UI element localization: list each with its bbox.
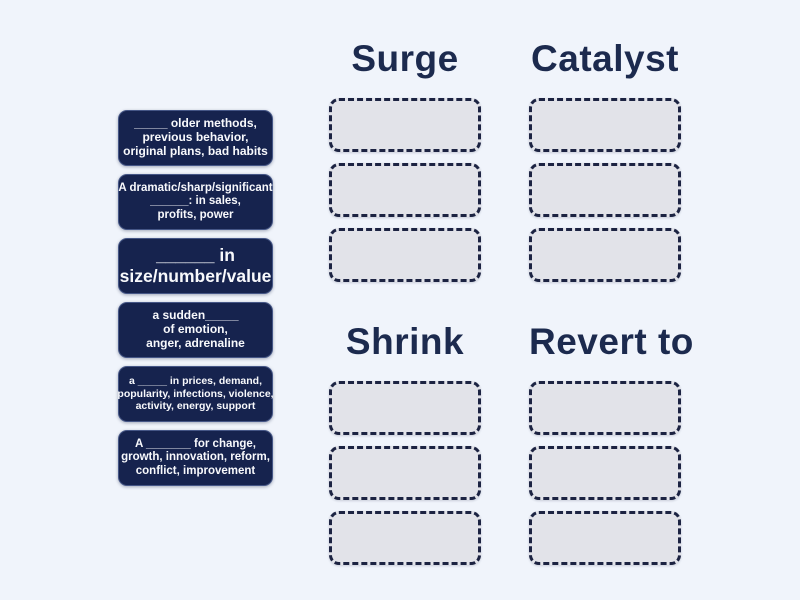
drop-zone-revert-to-2[interactable] xyxy=(529,446,681,500)
category-title-surge: Surge xyxy=(351,38,459,79)
drop-zone-revert-to-1[interactable] xyxy=(529,381,681,435)
clue-card-revert-definition[interactable]: _____ older methods, previous behavior, … xyxy=(118,110,273,166)
drop-zone-shrink-1[interactable] xyxy=(329,381,481,435)
drop-zone-shrink-2[interactable] xyxy=(329,446,481,500)
category-catalyst: Catalyst xyxy=(529,35,681,293)
clue-card-list: _____ older methods, previous behavior, … xyxy=(117,110,274,486)
clue-card-text: activity, energy, support xyxy=(135,400,256,413)
clue-card-change-definition[interactable]: A _______ for change, growth, innovation… xyxy=(118,430,273,486)
clue-card-text: _____ older methods, xyxy=(134,116,257,131)
clue-card-dramatic-definition[interactable]: A dramatic/sharp/significant ______: in … xyxy=(118,174,273,230)
clue-card-text: conflict, improvement xyxy=(135,464,256,477)
clue-card-text: original plans, bad habits xyxy=(123,143,268,158)
drop-zone-surge-1[interactable] xyxy=(329,98,481,152)
clue-card-text: anger, adrenaline xyxy=(146,335,245,350)
category-shrink: Shrink xyxy=(329,318,481,576)
clue-card-text: profits, power xyxy=(157,208,234,221)
category-title-catalyst: Catalyst xyxy=(531,38,679,79)
drop-zone-catalyst-2[interactable] xyxy=(529,163,681,217)
drop-zone-surge-2[interactable] xyxy=(329,163,481,217)
drop-zone-catalyst-1[interactable] xyxy=(529,98,681,152)
clue-card-text: a sudden_____ xyxy=(152,308,239,323)
drop-zone-shrink-3[interactable] xyxy=(329,511,481,565)
category-revert-to: Revert to xyxy=(529,318,694,576)
clue-card-text: popularity, infections, violence, xyxy=(117,387,274,400)
clue-card-text: previous behavior, xyxy=(142,130,249,145)
clue-card-size-definition[interactable]: ______ in size/number/value xyxy=(118,238,273,294)
clue-card-text: A _______ for change, xyxy=(134,438,257,450)
clue-card-text: growth, innovation, reform, xyxy=(121,451,270,464)
category-title-revert-to: Revert to xyxy=(529,321,694,362)
clue-card-text: A dramatic/sharp/significant xyxy=(118,182,273,194)
clue-card-text: ______: in sales, xyxy=(150,195,241,208)
clue-card-text: a _____ in prices, demand, xyxy=(128,375,263,388)
drop-zone-catalyst-3[interactable] xyxy=(529,228,681,282)
clue-card-text: size/number/value xyxy=(119,266,272,286)
clue-card-prices-definition[interactable]: a _____ in prices, demand, popularity, i… xyxy=(117,366,274,422)
drop-zone-surge-3[interactable] xyxy=(329,228,481,282)
clue-card-sudden-definition[interactable]: a sudden_____ of emotion, anger, adrenal… xyxy=(118,302,273,358)
category-title-shrink: Shrink xyxy=(345,321,465,362)
drop-zone-revert-to-3[interactable] xyxy=(529,511,681,565)
clue-card-text: of emotion, xyxy=(163,322,228,337)
category-surge: Surge xyxy=(329,35,481,293)
clue-card-text: ______ in xyxy=(156,245,235,265)
